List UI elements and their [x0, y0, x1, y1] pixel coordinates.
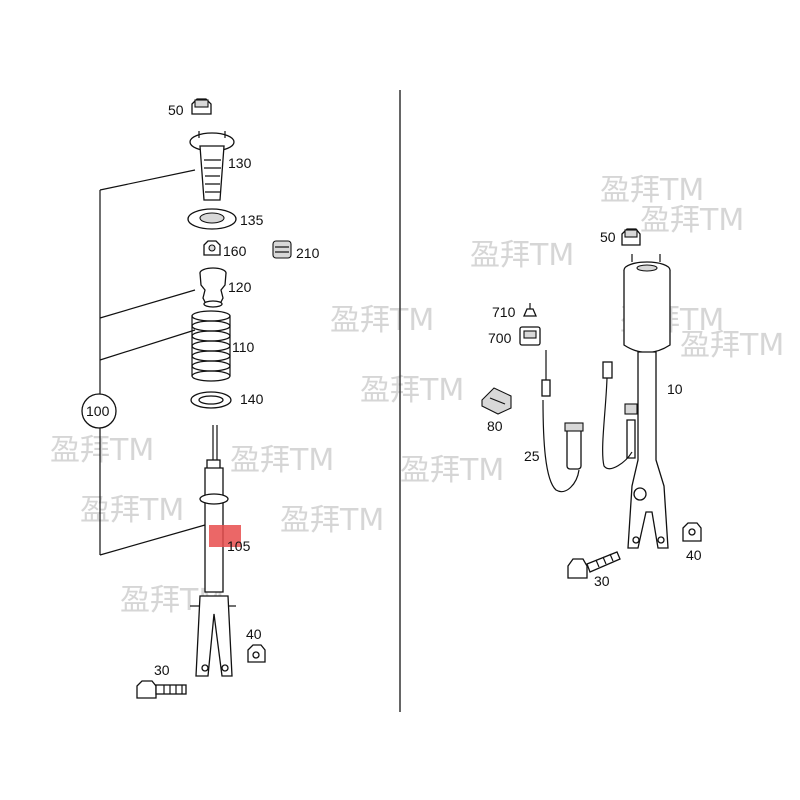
- label-40: 40: [246, 626, 262, 642]
- label-80: 80: [487, 418, 503, 434]
- spring-seat-140-part: [190, 391, 232, 409]
- sensor-cable-25-part: [541, 350, 633, 493]
- label-140: 140: [240, 391, 264, 407]
- cap-710-part: [523, 303, 537, 317]
- watermark: 盈拜TM: [400, 453, 504, 488]
- connector-700-part: [519, 326, 541, 346]
- bracket-80-part: [481, 387, 512, 415]
- label-100: 100: [86, 403, 110, 419]
- nut-160-part: [203, 240, 221, 256]
- label-110: 110: [232, 339, 255, 355]
- watermark: 盈拜TM: [230, 443, 334, 478]
- bolt-30-left-part: [136, 680, 187, 699]
- watermark: 盈拜TM: [640, 203, 744, 238]
- nut-40-left-part: [247, 644, 266, 663]
- callout-100-circle: [81, 393, 117, 429]
- watermark: 盈拜TM: [360, 373, 464, 408]
- label-30: 30: [594, 573, 610, 589]
- label-135: 135: [240, 212, 264, 228]
- nut-50-part: [191, 98, 212, 115]
- label-25: 25: [524, 448, 540, 464]
- label-160: 160: [223, 243, 247, 259]
- watermark: 盈拜TM: [50, 433, 154, 468]
- highlight-105: [209, 525, 241, 547]
- left-assembly: 100 50 130 135 160: [81, 98, 320, 699]
- watermark: 盈拜TM: [600, 173, 704, 208]
- label-30: 30: [154, 662, 170, 678]
- watermark: 盈拜TM: [470, 238, 574, 273]
- label-130: 130: [228, 155, 252, 171]
- label-105: 105: [227, 538, 251, 554]
- top-mount-130-part: [189, 131, 235, 201]
- air-strut-10-part: [623, 254, 671, 549]
- watermark: 盈拜TM: [80, 493, 184, 528]
- watermark: 盈拜TM: [680, 328, 784, 363]
- bump-stop-120-part: [199, 267, 227, 308]
- bracket-100: [99, 169, 206, 556]
- nut-50-right-part: [621, 228, 641, 246]
- watermark: 盈拜TM: [330, 303, 434, 338]
- label-210: 210: [296, 245, 320, 261]
- coil-spring-110-part: [191, 310, 231, 382]
- clip-210-part: [272, 240, 292, 259]
- label-50: 50: [600, 229, 616, 245]
- bolt-30-right-part: [567, 551, 621, 579]
- label-710: 710: [492, 304, 516, 320]
- watermark: 盈拜TM: [280, 503, 384, 538]
- label-50: 50: [168, 102, 184, 118]
- nut-40-right-part: [682, 522, 702, 542]
- right-assembly: 50 10 25: [481, 228, 702, 589]
- label-40: 40: [686, 547, 702, 563]
- bearing-135-part: [187, 208, 237, 230]
- label-120: 120: [228, 279, 252, 295]
- label-700: 700: [488, 330, 512, 346]
- label-10: 10: [667, 381, 683, 397]
